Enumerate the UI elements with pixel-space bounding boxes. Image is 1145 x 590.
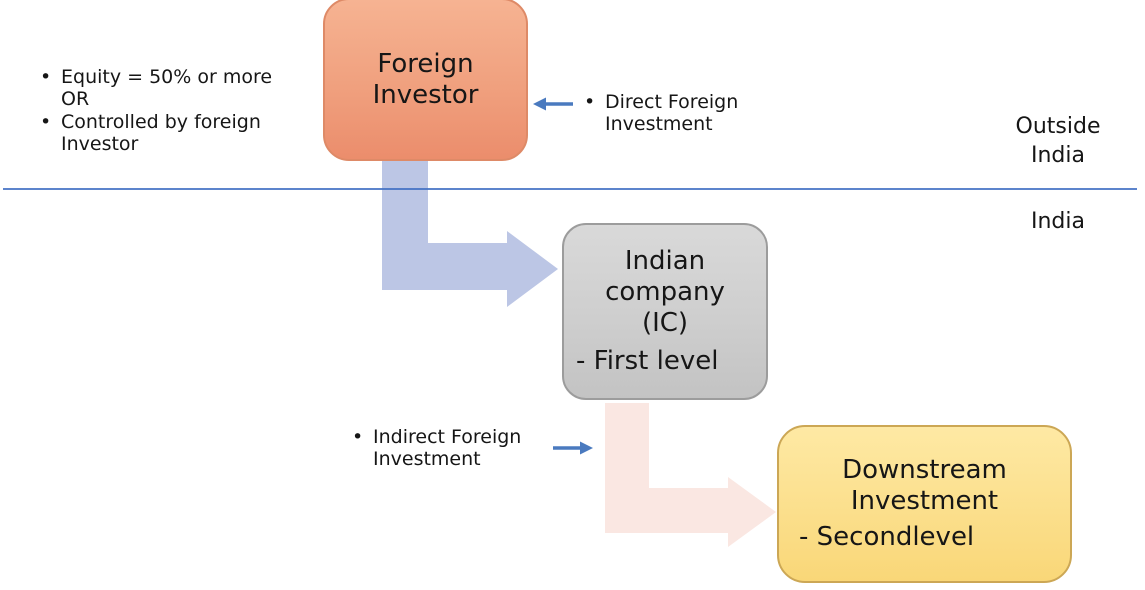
direct-investment-note: • Direct Foreign Investment [584, 91, 764, 136]
foreign-investor-label: Foreign Investor [372, 48, 479, 110]
outside-india-label: Outside India [1015, 114, 1101, 169]
indirect-investment-note: • Indirect Foreign Investment [352, 426, 562, 471]
direct-investment-arrow-icon [533, 97, 573, 111]
direct-investment-text: Direct Foreign Investment [605, 91, 739, 136]
indirect-investment-arrow-icon [553, 441, 593, 455]
foreign-investor-criteria-list: • Equity = 50% or more OR • Controlled b… [40, 66, 305, 156]
bullet-icon: • [40, 66, 52, 88]
bullet-icon: • [352, 426, 364, 448]
indian-company-sublabel: - First level [576, 346, 719, 377]
indirect-investment-text: Indirect Foreign Investment [373, 426, 522, 471]
indian-company-label: Indian company (IC) [605, 246, 725, 338]
flow-arrow-blue [382, 158, 558, 307]
list-item: • Controlled by foreign Investor [40, 111, 305, 156]
downstream-investment-box: Downstream Investment - Secondlevel [777, 425, 1072, 583]
foreign-investor-box: Foreign Investor [323, 0, 528, 161]
indian-company-box: Indian company (IC) - First level [562, 223, 768, 400]
india-label: India [1031, 209, 1085, 234]
bullet-icon: • [40, 110, 52, 133]
downstream-investment-sublabel: - Secondlevel [799, 522, 975, 553]
bullet-icon: • [584, 91, 596, 113]
downstream-investment-label: Downstream Investment [842, 454, 1007, 516]
flow-arrow-pink [605, 403, 776, 547]
criteria-equity-text: Equity = 50% or more OR [61, 66, 273, 111]
list-item: • Equity = 50% or more OR [40, 66, 305, 111]
criteria-control-text: Controlled by foreign Investor [61, 110, 261, 156]
